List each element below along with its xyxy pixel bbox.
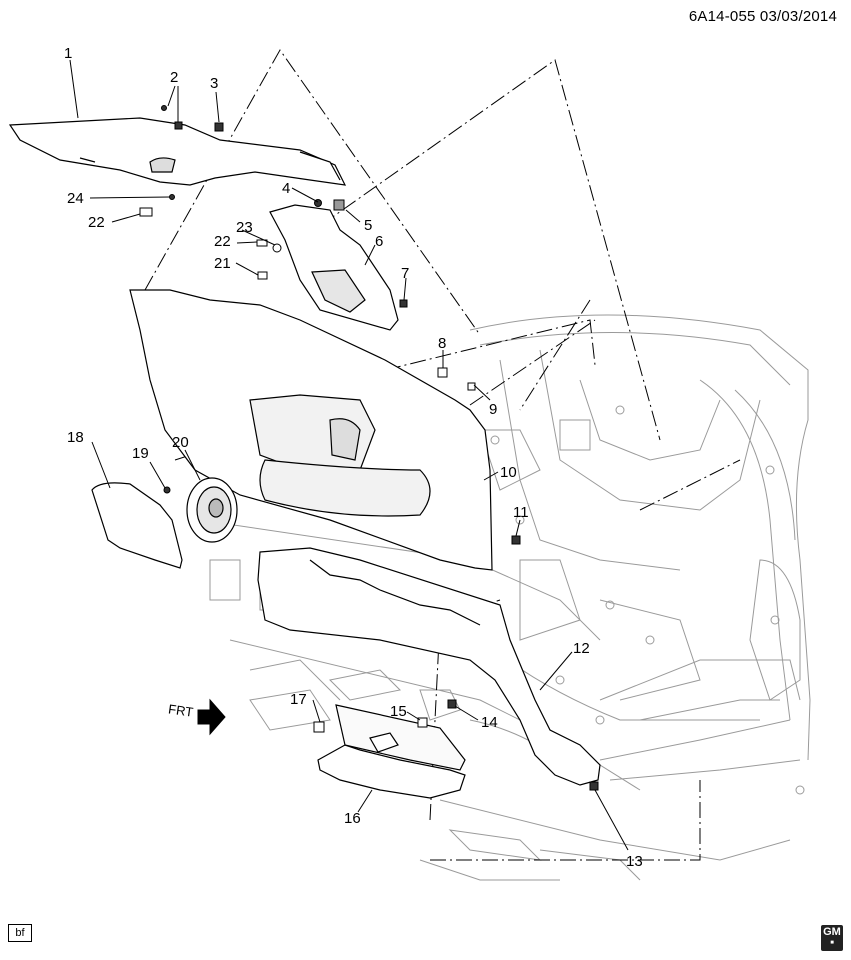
callout-18: 18 <box>67 429 84 446</box>
callout-19: 19 <box>132 445 149 462</box>
callout-15: 15 <box>390 703 407 720</box>
fasteners <box>139 105 599 791</box>
front-direction-label: FRT <box>167 701 194 719</box>
callout-6: 6 <box>375 233 383 250</box>
callout-17: 17 <box>290 691 307 708</box>
callout-12: 12 <box>573 640 590 657</box>
part-1-upper-quarter-trim <box>8 117 347 186</box>
diagram-id-date: 6A14-055 03/03/2014 <box>688 8 837 25</box>
callout-11: 11 <box>513 504 529 521</box>
callout-leader-lines <box>69 59 629 851</box>
callout-4: 4 <box>282 180 290 197</box>
part-20-speaker <box>186 477 238 543</box>
callout-2: 2 <box>170 69 178 86</box>
callout-22-lower: 22 <box>214 233 231 250</box>
bf-badge: bf <box>8 924 32 942</box>
callout-5: 5 <box>364 217 372 234</box>
callout-21: 21 <box>214 255 231 272</box>
gm-logo-text: GM <box>823 926 841 938</box>
gm-logo-mark: ■ <box>830 940 834 946</box>
callout-24: 24 <box>67 190 84 207</box>
callout-1: 1 <box>64 45 72 62</box>
callout-8: 8 <box>438 335 446 352</box>
callout-numbers: 1 2 3 24 22 4 5 6 23 22 21 7 8 9 10 11 1… <box>64 45 643 870</box>
callout-7: 7 <box>401 265 409 282</box>
part-16-lower-bracket <box>317 704 466 799</box>
callout-13: 13 <box>626 853 643 870</box>
gm-logo: GM ■ <box>821 925 843 951</box>
callout-14: 14 <box>481 714 498 731</box>
front-direction-arrow: FRT <box>167 698 226 736</box>
part-12-lower-trim <box>257 547 601 786</box>
callout-16: 16 <box>344 810 361 827</box>
part-6-quarter-panel <box>269 204 399 331</box>
callout-9: 9 <box>489 401 497 418</box>
callout-22-upper: 22 <box>88 214 105 231</box>
part-18-speaker-grille <box>91 482 183 569</box>
callout-20: 20 <box>172 434 189 451</box>
callout-10: 10 <box>500 464 517 481</box>
callout-23: 23 <box>236 219 253 236</box>
part-10-quarter-trim-panel <box>129 289 493 571</box>
callout-3: 3 <box>210 75 218 92</box>
